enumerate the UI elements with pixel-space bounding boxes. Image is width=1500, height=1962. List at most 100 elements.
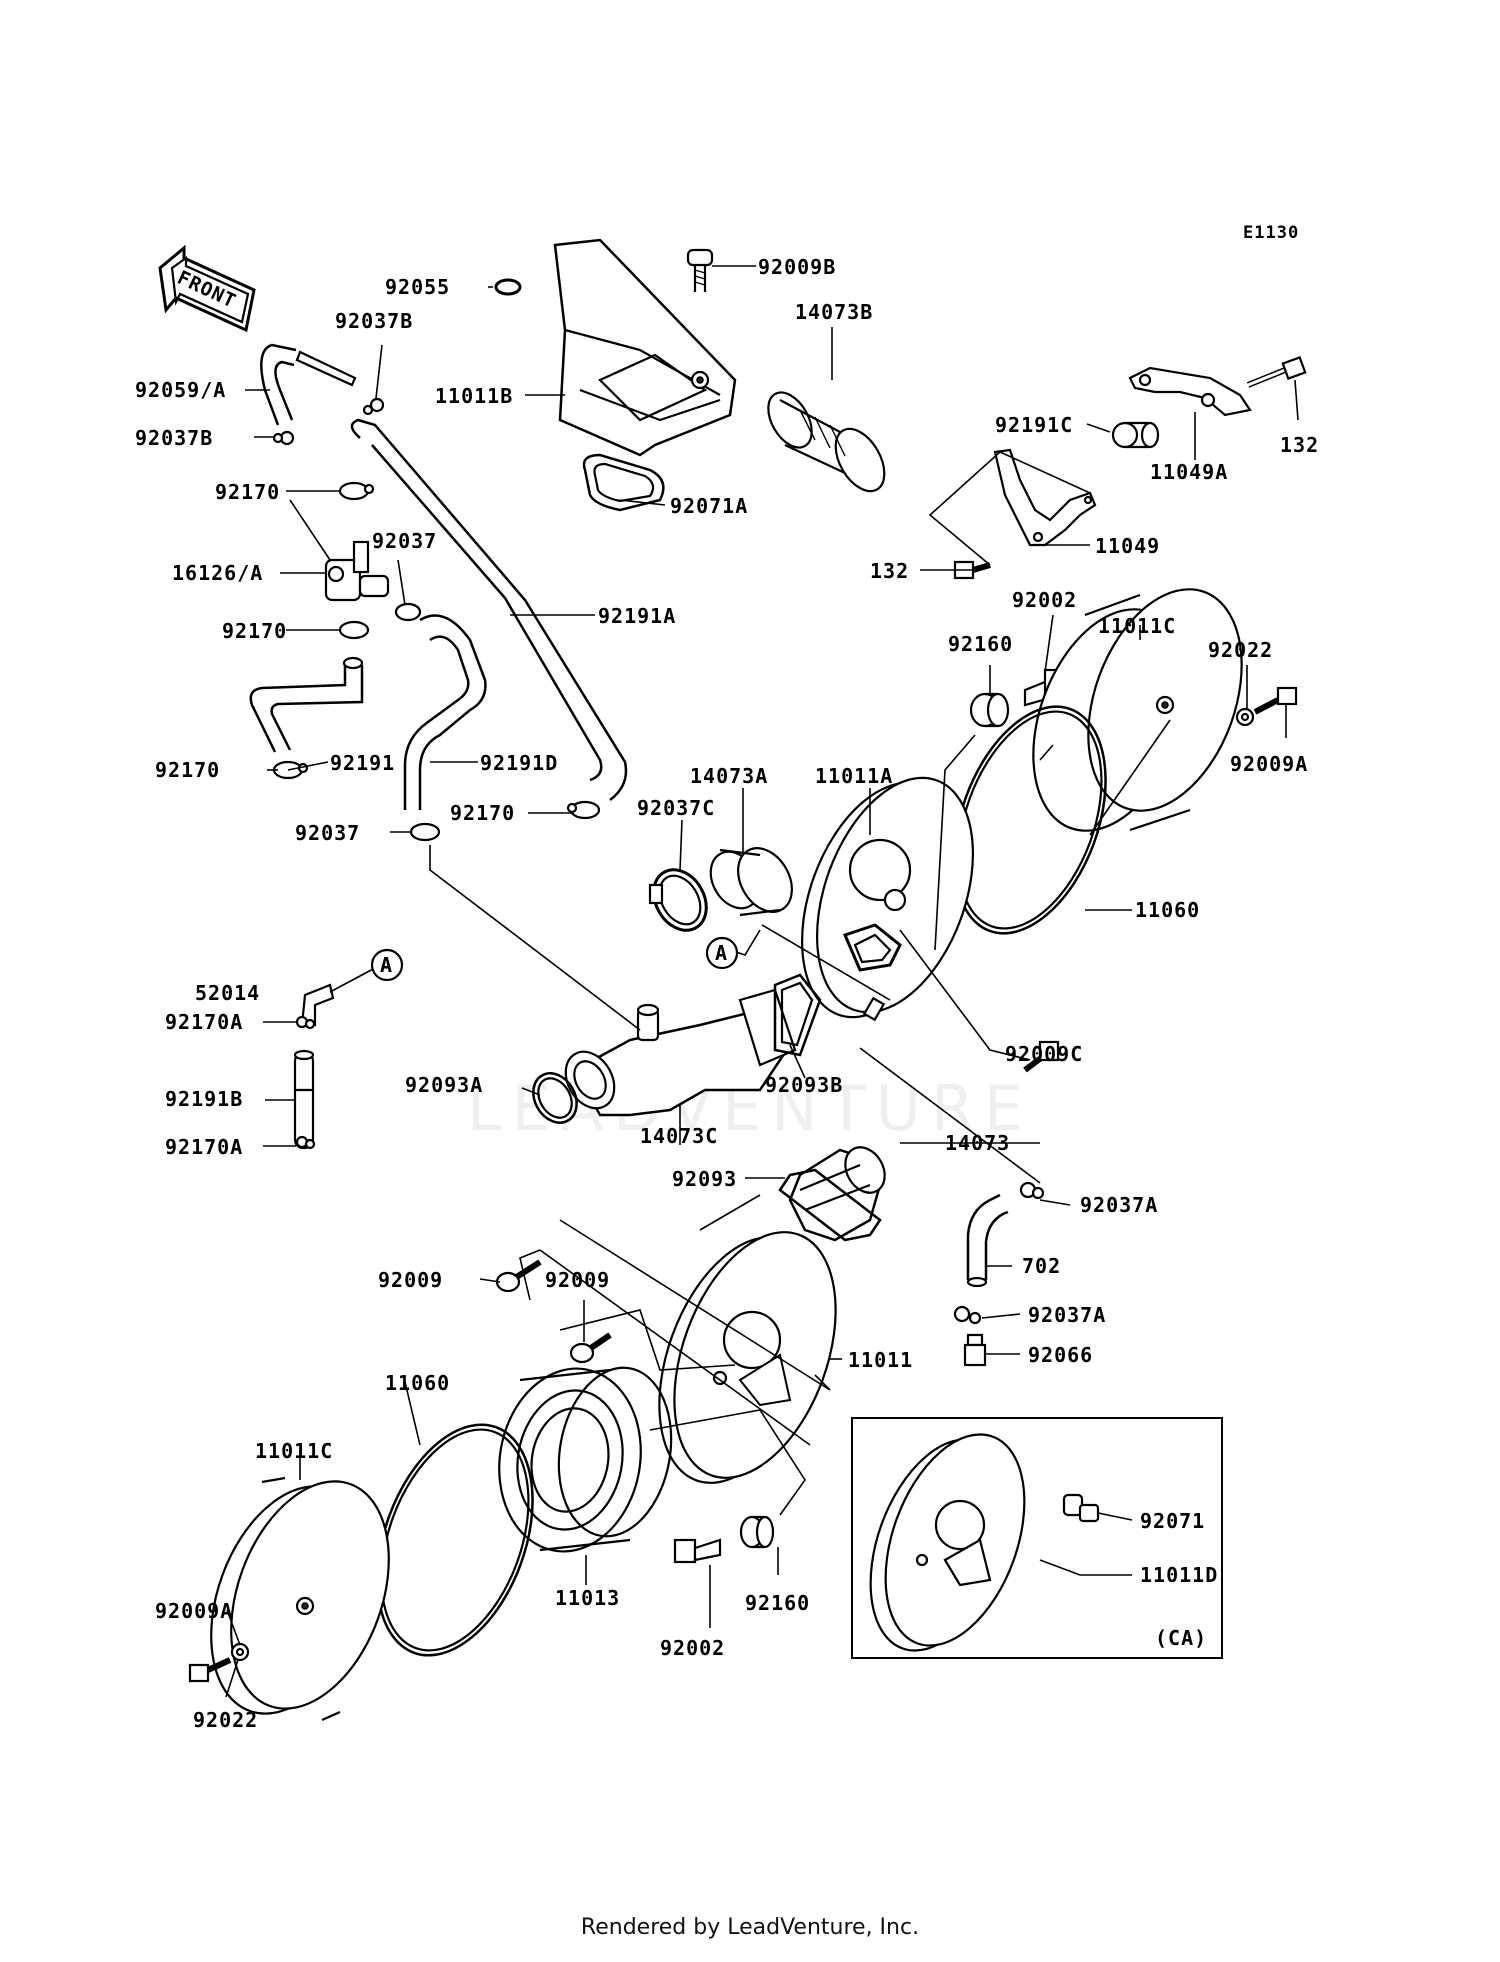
label-92009C: 92009C <box>1005 1042 1083 1066</box>
label-92002-top: 92002 <box>1012 588 1077 612</box>
pin-connector <box>862 996 886 1022</box>
label-92066: 92066 <box>1028 1343 1093 1367</box>
bolt-132-right <box>1246 355 1307 388</box>
label-11060-top: 11060 <box>1135 898 1200 922</box>
gasket-92093 <box>778 1168 882 1242</box>
label-11060-bot: 11060 <box>385 1371 450 1395</box>
label-52014: 52014 <box>195 981 260 1005</box>
leader-lines <box>225 265 1299 1698</box>
label-92093A: 92093A <box>405 1073 483 1097</box>
label-92022-top: 92022 <box>1208 638 1273 662</box>
seal-11060-bot <box>376 1423 534 1657</box>
label-92170A-1: 92170A <box>165 1010 243 1034</box>
diagram-code: E1130 <box>1243 223 1299 243</box>
clamp-92037-top <box>394 602 422 622</box>
label-92191: 92191 <box>330 751 395 775</box>
label-92191C: 92191C <box>995 413 1073 437</box>
label-92170-1: 92170 <box>215 480 280 504</box>
clamp-92037C <box>648 868 708 932</box>
gasket-92071A <box>582 453 665 512</box>
screw-92009-left <box>495 1259 542 1293</box>
bolt-92002-bot <box>673 1538 722 1564</box>
ca-box <box>851 1417 1223 1659</box>
marker-a-center: A <box>705 936 739 970</box>
label-92037-mid: 92037 <box>295 821 360 845</box>
boot-14073B <box>767 391 886 493</box>
clip-92170A-2 <box>295 1135 316 1150</box>
pin-92037B <box>295 350 357 387</box>
label-92037A-1: 92037A <box>1080 1193 1158 1217</box>
boot-14073 <box>788 1146 886 1242</box>
label-92191D: 92191D <box>480 751 558 775</box>
label-11011D: 11011D <box>1140 1563 1218 1587</box>
marker-a-left: A <box>370 948 404 982</box>
label-132-right: 132 <box>1280 433 1319 457</box>
cover-11011C-top <box>1032 588 1243 832</box>
clamp-92037-mid <box>409 822 441 842</box>
label-11049A: 11049A <box>1150 460 1228 484</box>
footer-credit: Rendered by LeadVenture, Inc. <box>580 1915 920 1940</box>
clip-92037A-2 <box>953 1305 982 1325</box>
label-92170A-2: 92170A <box>165 1135 243 1159</box>
clamp-92170-4 <box>566 800 601 820</box>
hose-92059 <box>260 343 297 426</box>
label-11011: 11011 <box>848 1348 913 1372</box>
label-11013: 11013 <box>555 1586 620 1610</box>
label-92191B: 92191B <box>165 1087 243 1111</box>
oring-92093A <box>532 1072 578 1124</box>
washer-92022-bot <box>230 1642 250 1662</box>
label-14073: 14073 <box>945 1131 1010 1155</box>
cover-11011C-bot <box>210 1476 390 1722</box>
screw-92009-mid <box>569 1332 612 1364</box>
label-702: 702 <box>1022 1254 1061 1278</box>
label-16126A: 16126/A <box>172 561 263 585</box>
clip-92037B-mid <box>272 430 295 446</box>
bracket-11049A <box>1128 366 1252 417</box>
label-11011B: 11011B <box>435 384 513 408</box>
label-ca: (CA) <box>1155 1626 1207 1650</box>
hose-92191 <box>249 656 364 753</box>
label-92093B: 92093B <box>765 1073 843 1097</box>
clip-92037B-top <box>362 397 385 416</box>
label-92037-top: 92037 <box>372 529 437 553</box>
hose-702 <box>966 1193 1009 1288</box>
label-92037C: 92037C <box>637 796 715 820</box>
clip-92170A-1 <box>295 1015 316 1030</box>
duct-14073C <box>564 988 797 1117</box>
label-92037A-2: 92037A <box>1028 1303 1106 1327</box>
clamp-92170-1 <box>338 481 375 501</box>
label-92160-bot: 92160 <box>745 1591 810 1615</box>
label-92002-bot: 92002 <box>660 1636 725 1660</box>
label-92009A-top: 92009A <box>1230 752 1308 776</box>
boot-14073A <box>709 847 793 917</box>
label-14073B: 14073B <box>795 300 873 324</box>
clamp-92170-2 <box>338 620 370 640</box>
label-92009-mid: 92009 <box>545 1268 610 1292</box>
washer-92022-top <box>1235 707 1255 727</box>
front-arrow-icon: FRONT <box>158 244 256 333</box>
spacer-92160-top <box>969 692 1010 728</box>
label-14073C: 14073C <box>640 1124 718 1148</box>
bolt-92009C <box>1023 1040 1060 1073</box>
label-14073A: 14073A <box>690 764 768 788</box>
label-92170-2: 92170 <box>222 619 287 643</box>
seal-11060-top <box>953 705 1107 935</box>
label-92059A: 92059/A <box>135 378 226 402</box>
label-92160-top: 92160 <box>948 632 1013 656</box>
label-92071A: 92071A <box>670 494 748 518</box>
label-92055: 92055 <box>385 275 450 299</box>
label-92191A: 92191A <box>598 604 676 628</box>
label-132-left: 132 <box>870 559 909 583</box>
label-11011C-top: 11011C <box>1098 614 1176 638</box>
label-11011A: 11011A <box>815 764 893 788</box>
bracket-11049 <box>993 448 1097 547</box>
screw-92009B <box>686 248 714 292</box>
hose-92191B <box>293 1049 315 1150</box>
gasket-92093B <box>773 973 822 1057</box>
clip-92037A-1 <box>1019 1181 1045 1200</box>
label-92170-4: 92170 <box>450 801 515 825</box>
label-92071: 92071 <box>1140 1509 1205 1533</box>
label-11049: 11049 <box>1095 534 1160 558</box>
marker-a-center-label: A <box>715 941 728 965</box>
label-92009A-bot: 92009A <box>155 1599 233 1623</box>
